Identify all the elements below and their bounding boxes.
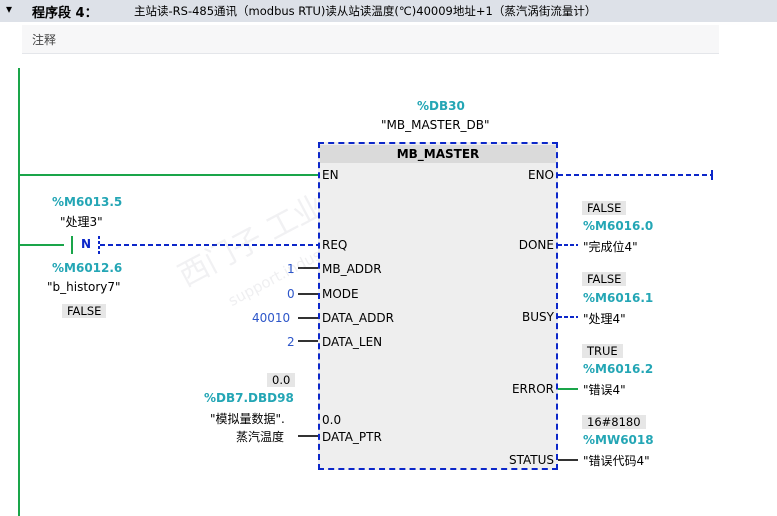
instance-db-name[interactable]: "MB_MASTER_DB" xyxy=(381,118,490,132)
edge-memory-symbol[interactable]: "b_history7" xyxy=(47,280,121,294)
req-contact-address[interactable]: %M6013.5 xyxy=(52,195,123,209)
pin-data-len: DATA_LEN xyxy=(322,335,383,349)
data-ptr-value: 0.0 xyxy=(322,413,342,427)
pin-busy: BUSY xyxy=(522,310,554,324)
negative-edge-icon[interactable]: N xyxy=(81,237,92,251)
data-ptr-symbol-tail[interactable]: 蒸汽温度 xyxy=(236,430,285,444)
mode-value[interactable]: 0 xyxy=(287,287,295,301)
pin-data-addr: DATA_ADDR xyxy=(322,311,394,325)
done-symbol[interactable]: "完成位4" xyxy=(583,240,638,254)
data-addr-value[interactable]: 40010 xyxy=(252,311,291,325)
data-ptr-monitor-value: 0.0 xyxy=(267,373,296,387)
comment-field[interactable] xyxy=(22,25,719,54)
error-address[interactable]: %M6016.2 xyxy=(583,362,654,376)
done-value: FALSE xyxy=(582,201,627,215)
data-ptr-address[interactable]: %DB7.DBD98 xyxy=(204,391,294,405)
mb-addr-value[interactable]: 1 xyxy=(287,262,295,276)
collapse-arrow-icon[interactable]: ▾ xyxy=(6,2,13,16)
pin-done: DONE xyxy=(518,238,554,252)
pin-req: REQ xyxy=(322,238,348,252)
pin-error: ERROR xyxy=(511,382,554,396)
pin-mb-addr: MB_ADDR xyxy=(322,262,382,276)
network-comment[interactable]: 主站读-RS-485通讯（modbus RTU)读从站读温度(℃)40009地址… xyxy=(134,4,597,18)
busy-symbol[interactable]: "处理4" xyxy=(583,312,626,326)
error-symbol[interactable]: "错误4" xyxy=(583,383,626,397)
pin-status: STATUS xyxy=(508,453,554,467)
error-value: TRUE xyxy=(582,344,623,358)
busy-address[interactable]: %M6016.1 xyxy=(583,291,654,305)
status-address[interactable]: %MW6018 xyxy=(583,433,654,447)
data-len-value[interactable]: 2 xyxy=(287,335,295,349)
pin-en: EN xyxy=(322,168,339,182)
pin-eno: ENO xyxy=(527,168,554,182)
busy-value: FALSE xyxy=(582,272,627,286)
network-header[interactable] xyxy=(0,0,777,22)
mb-master-block[interactable] xyxy=(318,142,558,470)
status-symbol[interactable]: "错误代码4" xyxy=(583,454,650,468)
status-value: 16#8180 xyxy=(582,415,646,429)
data-ptr-symbol[interactable]: "模拟量数据". xyxy=(210,412,285,426)
network-title: 程序段 4： xyxy=(32,6,98,21)
req-contact-symbol[interactable]: "处理3" xyxy=(60,215,103,229)
edge-memory-value: FALSE xyxy=(62,304,107,318)
done-address[interactable]: %M6016.0 xyxy=(583,219,654,233)
pin-mode: MODE xyxy=(322,287,359,301)
comment-label: 注释 xyxy=(32,33,57,47)
pin-data-ptr: DATA_PTR xyxy=(322,430,382,444)
instance-db-address[interactable]: %DB30 xyxy=(417,99,465,113)
block-title[interactable]: MB_MASTER xyxy=(320,145,556,163)
edge-memory-address[interactable]: %M6012.6 xyxy=(52,261,123,275)
